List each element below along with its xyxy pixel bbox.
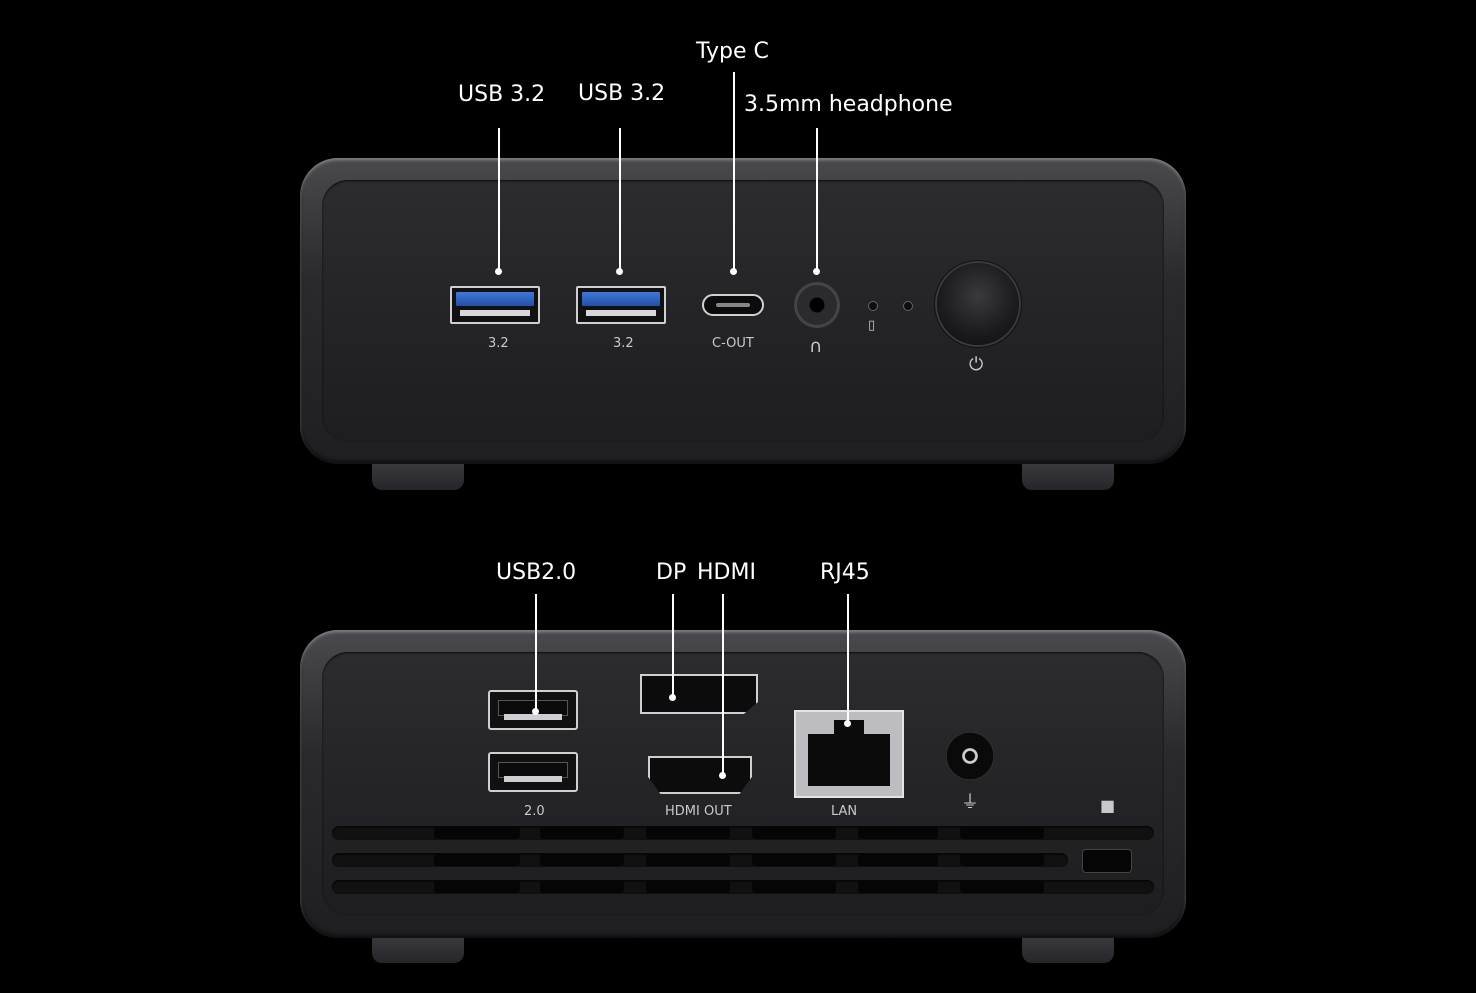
usb-2-0-port-2[interactable]: [488, 752, 578, 792]
leader-dp: [672, 594, 674, 698]
vent-slot: [752, 854, 836, 866]
leader-usb-2-0: [535, 594, 537, 712]
vent-slot: [858, 827, 938, 839]
vent-slot: [858, 854, 938, 866]
callout-usb-3-2-1: USB 3.2: [458, 82, 546, 107]
usb-3-2-port-2[interactable]: [576, 286, 666, 324]
leader-dot-type-c: [730, 268, 737, 275]
vent-slot: [752, 827, 836, 839]
callout-usb-2-0: USB2.0: [496, 560, 577, 585]
usb-3-2-port-1[interactable]: [450, 286, 540, 324]
leader-dot-rj45: [844, 720, 851, 727]
kensington-lock-slot[interactable]: [1082, 849, 1132, 873]
vent-slot: [434, 854, 520, 866]
front-foot-left: [372, 462, 464, 490]
back-foot-right: [1022, 935, 1114, 963]
vent-slot: [646, 827, 730, 839]
vent-row-1: [332, 826, 1154, 840]
type-c-port[interactable]: [702, 294, 764, 316]
leader-hdmi: [722, 594, 724, 776]
leader-dot-usb-3-2-2: [616, 268, 623, 275]
vent-slot: [960, 854, 1044, 866]
leader-type-c: [733, 72, 735, 272]
dc-power-jack[interactable]: [946, 732, 994, 780]
vent-slot: [434, 881, 520, 893]
callout-type-c: Type C: [696, 39, 769, 64]
vent-slot: [540, 827, 624, 839]
type-c-port-label: C-OUT: [712, 336, 754, 351]
callout-dp: DP: [656, 560, 687, 585]
headphone-icon: ∩: [809, 336, 823, 357]
vent-slot: [858, 881, 938, 893]
vent-slot: [960, 881, 1044, 893]
back-foot-left: [372, 935, 464, 963]
callout-usb-3-2-2: USB 3.2: [578, 81, 666, 106]
status-led: [903, 301, 913, 311]
callout-hdmi: HDMI: [697, 560, 756, 585]
leader-dot-hdmi: [719, 772, 726, 779]
dc-power-icon: ⏚: [961, 792, 979, 813]
usb-2-0-label: 2.0: [524, 804, 545, 819]
vent-slot: [540, 881, 624, 893]
callout-headphone: 3.5mm headphone: [744, 92, 953, 117]
vent-row-3: [332, 880, 1154, 894]
leader-usb-3-2-2: [619, 128, 621, 272]
hdmi-port[interactable]: [648, 756, 752, 794]
vent-slot: [752, 881, 836, 893]
vent-slot: [540, 854, 624, 866]
leader-dot-usb-3-2-1: [495, 268, 502, 275]
lock-icon: ■: [1100, 796, 1116, 815]
lan-label: LAN: [831, 804, 858, 819]
displayport-port[interactable]: [640, 674, 758, 714]
power-button[interactable]: [937, 263, 1019, 345]
vent-slot: [646, 854, 730, 866]
usb-3-2-port-2-label: 3.2: [613, 336, 634, 351]
callout-rj45: RJ45: [820, 560, 870, 585]
leader-rj45: [847, 594, 849, 724]
headphone-jack[interactable]: [794, 282, 840, 328]
power-icon: ⏻: [969, 354, 984, 375]
leader-usb-3-2-1: [498, 128, 500, 272]
vent-slot: [434, 827, 520, 839]
leader-headphone: [816, 128, 818, 272]
leader-dot-headphone: [813, 268, 820, 275]
storage-led: [868, 301, 878, 311]
vent-slot: [960, 827, 1044, 839]
storage-led-icon: ▯: [868, 318, 876, 333]
vent-slot: [646, 881, 730, 893]
usb-3-2-port-1-label: 3.2: [488, 336, 509, 351]
leader-dot-dp: [669, 694, 676, 701]
hdmi-out-label: HDMI OUT: [665, 804, 732, 819]
leader-dot-usb-2-0: [532, 708, 539, 715]
front-foot-right: [1022, 462, 1114, 490]
